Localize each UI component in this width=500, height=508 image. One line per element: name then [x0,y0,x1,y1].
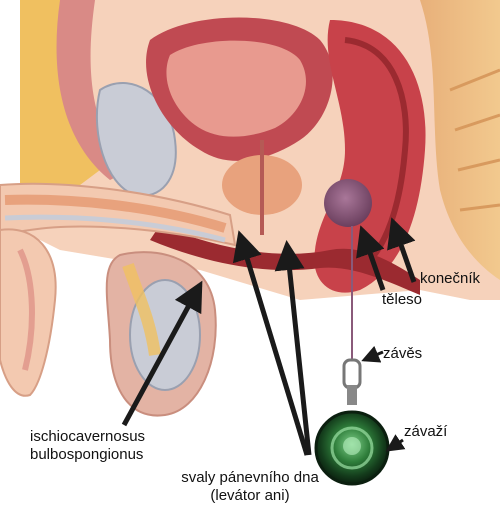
annotation-arrows [121,217,417,456]
arrow-icon [274,240,312,456]
abdominal-wall [56,0,131,180]
arrow-icon [385,434,406,452]
label-pelvic-floor-line2: (levátor ani) [210,487,290,504]
label-body: těleso [382,291,423,308]
label-muscles-line2: bulbospongionus [30,446,144,463]
suspension-clip-icon [342,358,362,405]
bladder-inner [166,40,306,137]
arrow-icon [232,230,310,456]
label-weight: závaží [404,423,448,440]
label-suspension: závěs [383,345,423,362]
label-muscles-line1: ischiocavernosus [30,428,146,445]
label-pelvic-floor-line1: svaly pánevního dna [181,469,319,486]
arrow-icon [356,225,386,291]
arrow-icon [361,345,384,363]
pubic-bone [96,82,177,197]
arrow-icon [387,217,417,283]
label-rectum: konečník [420,270,481,287]
arrow-icon [121,280,203,427]
probe-body [324,179,372,227]
glans [0,228,57,397]
